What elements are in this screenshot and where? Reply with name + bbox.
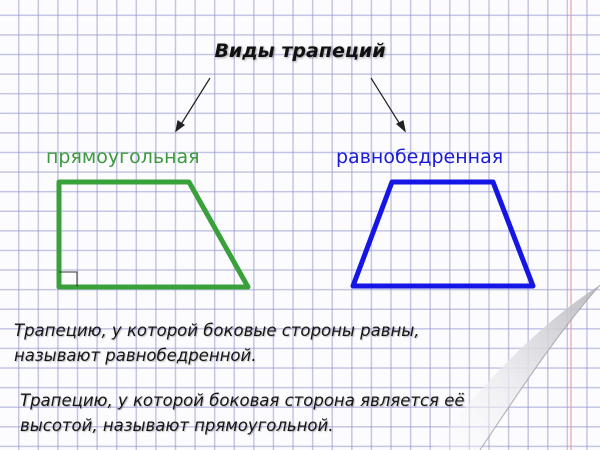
isosceles-trapezoid [350, 179, 536, 289]
diagram-title: Виды трапеций [214, 40, 386, 62]
definition-right-line1: Трапецию, у которой боковая сторона явля… [20, 391, 465, 410]
right-trapezoid [56, 179, 251, 290]
definition-right-line2: высотой, называют прямоугольной. [20, 416, 334, 435]
definition-isosceles-line2: называют равнобедренной. [14, 346, 257, 365]
arrow-right-icon [370, 77, 406, 133]
label-isosceles-trapezoid: равнобедренная [336, 146, 504, 168]
definition-right: Трапецию, у которой боковая сторона явля… [20, 388, 465, 438]
arrow-left-icon [175, 77, 211, 133]
definition-isosceles: Трапецию, у которой боковые стороны равн… [14, 318, 420, 368]
definition-isosceles-line1: Трапецию, у которой боковые стороны равн… [14, 321, 420, 340]
margin-line [570, 0, 572, 450]
label-right-trapezoid: прямоугольная [46, 146, 200, 168]
